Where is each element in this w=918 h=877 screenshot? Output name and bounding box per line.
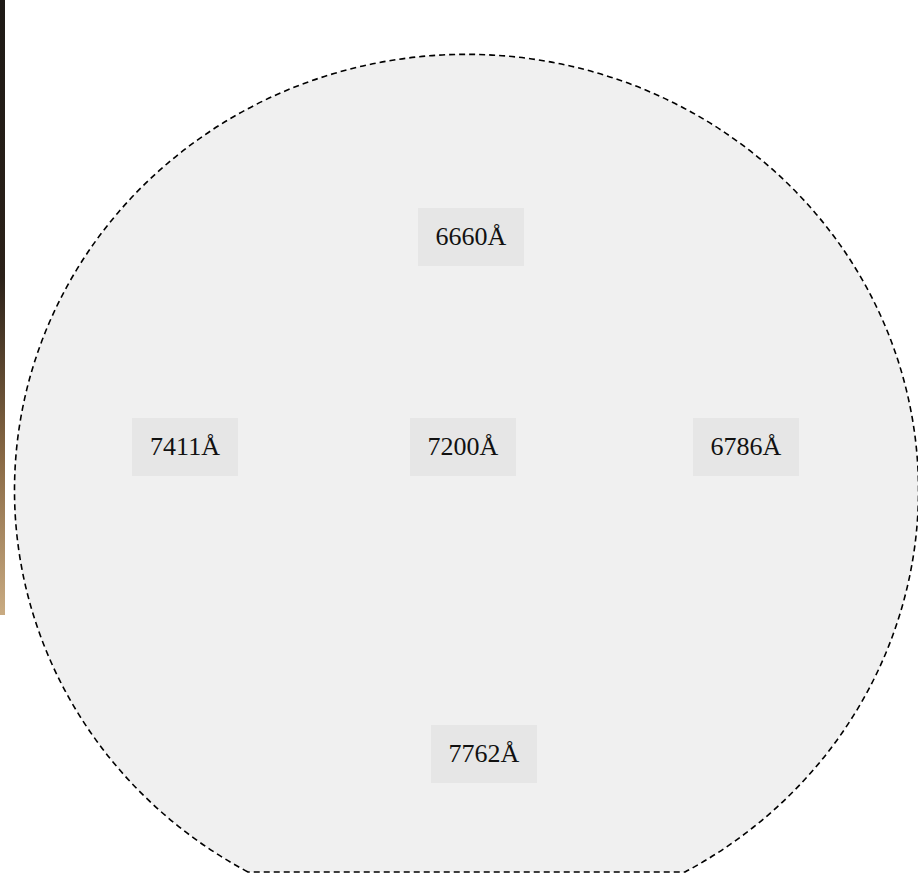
thickness-box: 7762Å	[431, 725, 538, 783]
thickness-value: 7762Å	[449, 739, 520, 769]
thickness-value: 6786Å	[711, 432, 782, 462]
thickness-value: 7411Å	[150, 432, 220, 462]
thickness-box: 7411Å	[132, 418, 238, 476]
thickness-box: 7200Å	[410, 418, 517, 476]
thickness-box: 6660Å	[418, 208, 525, 266]
thickness-value: 7200Å	[428, 432, 499, 462]
thickness-box: 6786Å	[693, 418, 800, 476]
wafer-outline	[15, 54, 918, 872]
thickness-value: 6660Å	[436, 222, 507, 252]
photo-edge	[0, 0, 5, 615]
